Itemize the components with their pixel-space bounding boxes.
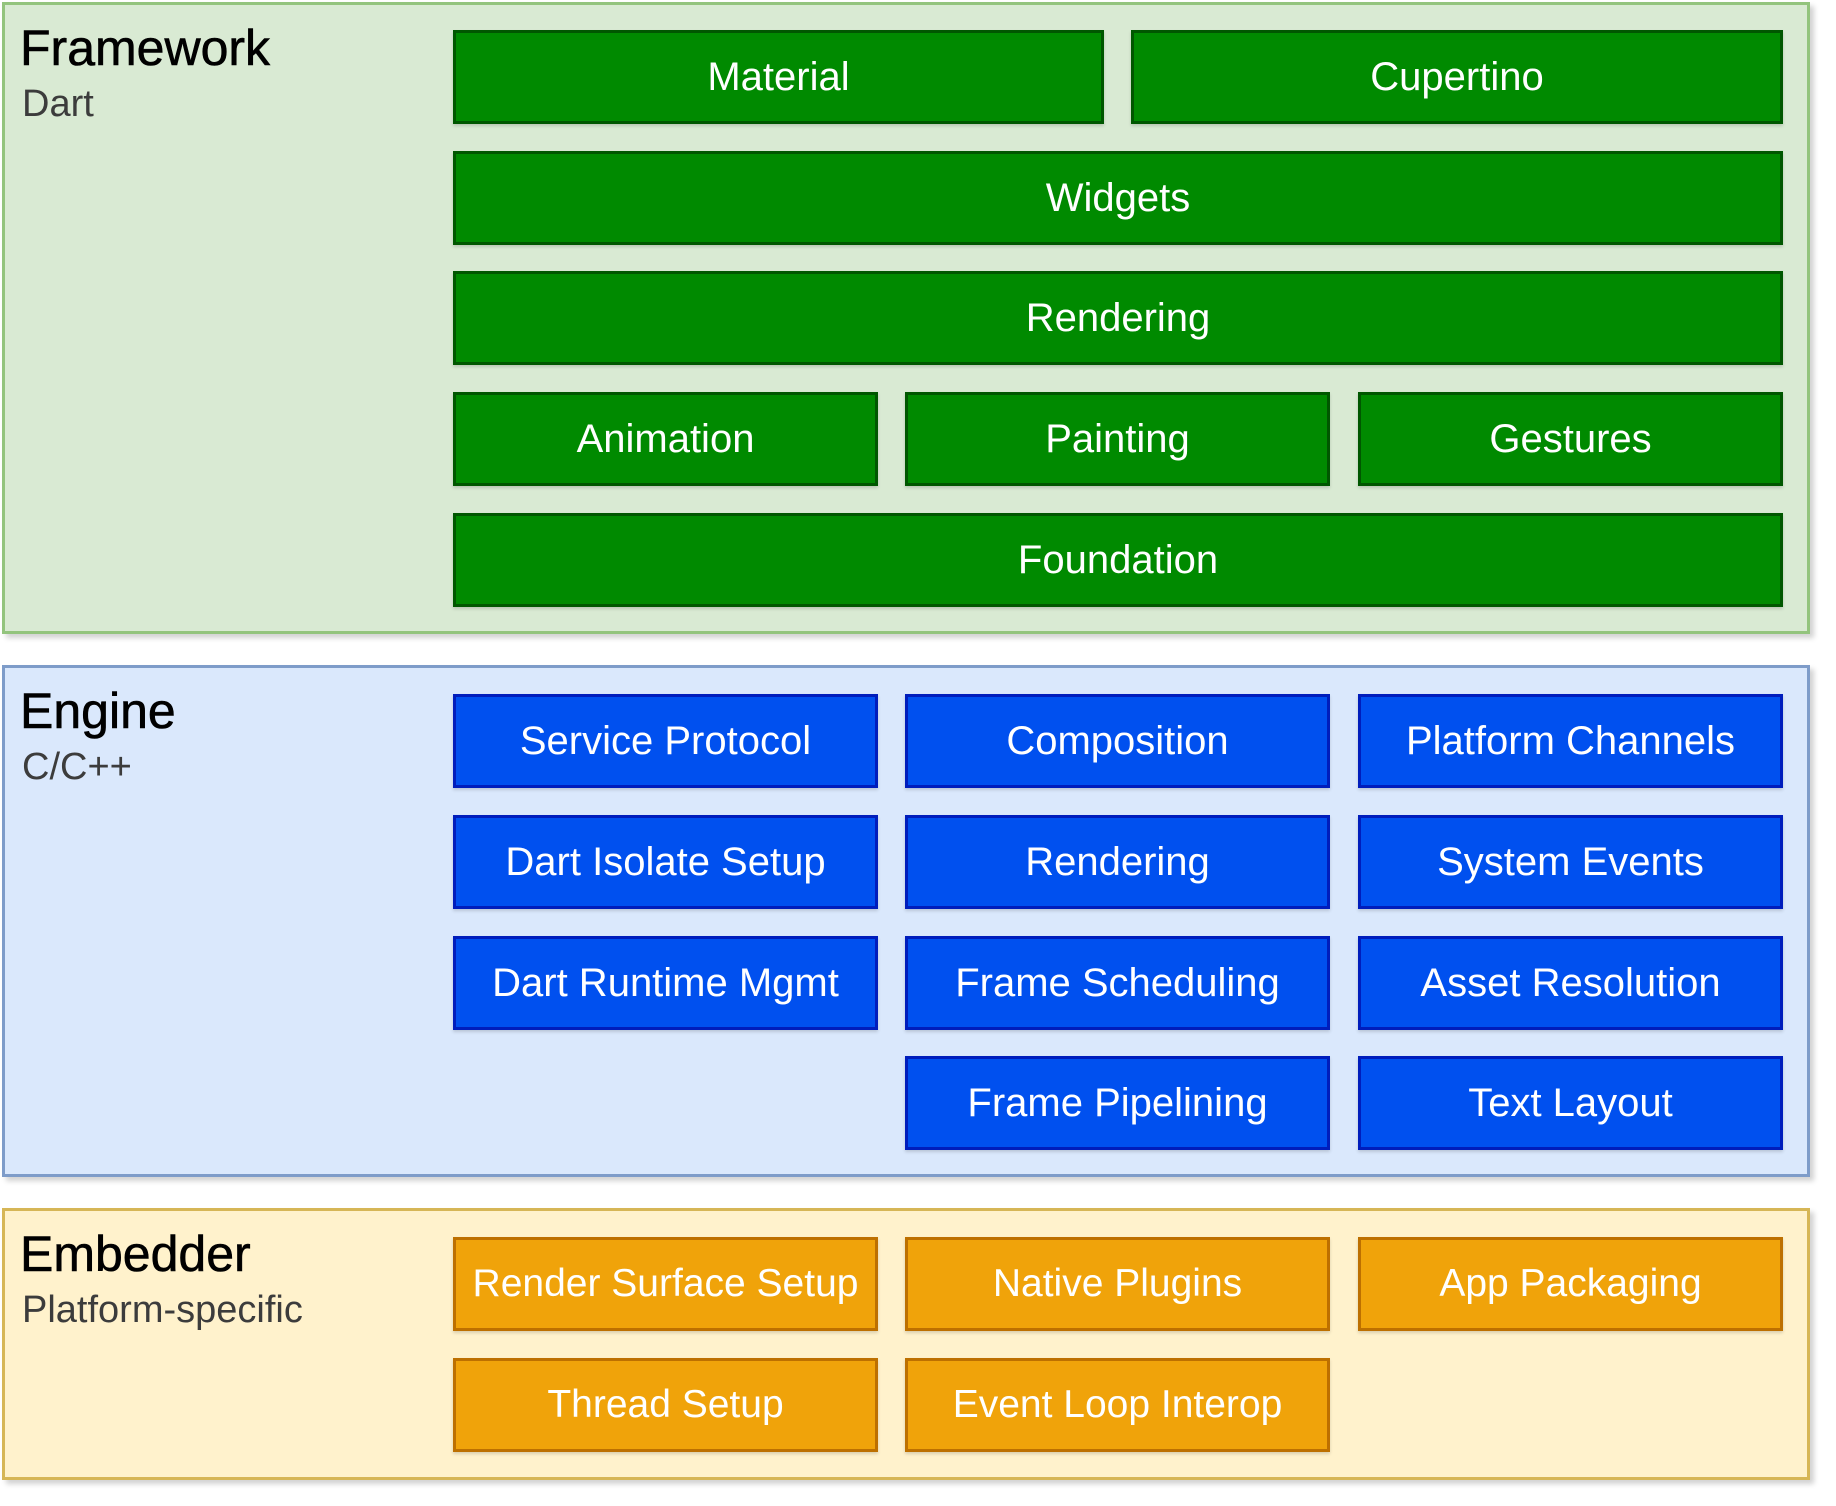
text-layout-box: Text Layout	[1358, 1056, 1783, 1150]
frame-pipelining-box: Frame Pipelining	[905, 1056, 1330, 1150]
dart-isolate-setup-box: Dart Isolate Setup	[453, 815, 878, 909]
cupertino-box: Cupertino	[1131, 30, 1783, 124]
engine-rendering-box: Rendering	[905, 815, 1330, 909]
thread-setup-box: Thread Setup	[453, 1358, 878, 1452]
gestures-box: Gestures	[1358, 392, 1783, 486]
composition-box: Composition	[905, 694, 1330, 788]
platform-channels-box: Platform Channels	[1358, 694, 1783, 788]
framework-rendering-box: Rendering	[453, 271, 1783, 365]
widgets-box: Widgets	[453, 151, 1783, 245]
event-loop-interop-box: Event Loop Interop	[905, 1358, 1330, 1452]
framework-title: Framework	[20, 20, 271, 77]
embedder-subtitle: Platform-specific	[22, 1289, 303, 1331]
framework-subtitle: Dart	[22, 83, 94, 125]
engine-subtitle: C/C++	[22, 746, 132, 788]
app-packaging-box: App Packaging	[1358, 1237, 1783, 1331]
animation-box: Animation	[453, 392, 878, 486]
engine-title: Engine	[20, 683, 176, 740]
asset-resolution-box: Asset Resolution	[1358, 936, 1783, 1030]
native-plugins-box: Native Plugins	[905, 1237, 1330, 1331]
system-events-box: System Events	[1358, 815, 1783, 909]
dart-runtime-mgmt-box: Dart Runtime Mgmt	[453, 936, 878, 1030]
service-protocol-box: Service Protocol	[453, 694, 878, 788]
painting-box: Painting	[905, 392, 1330, 486]
frame-scheduling-box: Frame Scheduling	[905, 936, 1330, 1030]
render-surface-setup-box: Render Surface Setup	[453, 1237, 878, 1331]
embedder-title: Embedder	[20, 1226, 251, 1283]
foundation-box: Foundation	[453, 513, 1783, 607]
material-box: Material	[453, 30, 1104, 124]
